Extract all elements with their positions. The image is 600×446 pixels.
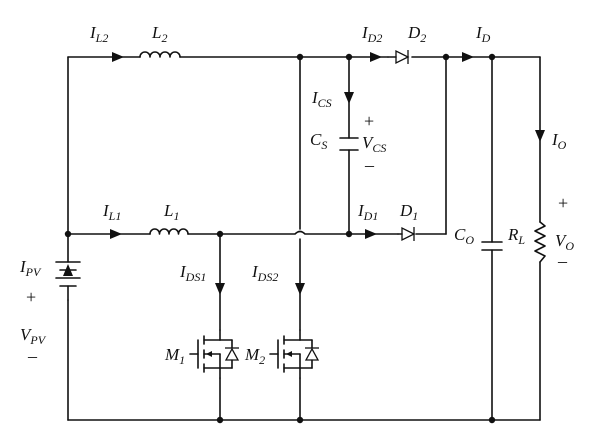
label-il1: IL1 [102,201,121,223]
current-arrows [63,52,545,295]
component-labels: IL2 L2 ID2 D2 ID ICS CS VCS IO IL1 L1 ID… [19,23,574,367]
label-ids2: IDS2 [251,262,278,284]
diode-d2 [387,49,410,65]
diode-d1 [397,226,416,242]
label-d2: D2 [407,23,426,45]
mosfet-m1 [189,329,240,379]
resistor-rl [534,221,546,263]
junction-dots [64,53,496,424]
label-id: ID [475,23,491,45]
label-ids1: IDS1 [179,262,206,284]
mosfet-m2 [269,329,320,379]
inductor-l1 [149,228,189,235]
label-ics: ICS [311,88,332,110]
arrow-ids1 [215,283,225,295]
capacitor-cs [339,137,359,151]
label-cs: CS [310,130,327,152]
label-m2: M2 [244,345,265,367]
label-io: IO [551,130,567,152]
label-l1: L1 [163,201,179,223]
label-m1: M1 [164,345,185,367]
vpv-minus-sign: – [27,346,38,366]
label-ipv: IPV [19,257,42,279]
arrow-ics [344,92,354,104]
polarity-signs: + – + – + – [26,111,568,366]
label-rl: RL [507,225,525,247]
arrow-id [462,52,474,62]
vpv-plus-sign: + [26,287,36,307]
arrow-id1 [365,229,377,239]
label-id1: ID1 [357,201,378,223]
wires [67,56,541,421]
label-vcs: VCS [362,133,386,155]
label-il2: IL2 [89,23,108,45]
arrow-io [535,130,545,142]
label-id2: ID2 [361,23,382,45]
label-co: CO [454,225,474,247]
arrow-id2 [370,52,382,62]
vo-minus-sign: – [557,251,568,271]
vo-plus-sign: + [558,193,568,213]
label-d1: D1 [399,201,418,223]
inductor-l2 [139,51,181,58]
arrow-ipv [63,264,73,276]
vcs-minus-sign: – [364,155,375,175]
arrow-il1 [110,229,122,239]
arrow-il2 [112,52,124,62]
vcs-plus-sign: + [364,111,374,131]
label-vo: VO [555,231,574,253]
label-vpv: VPV [20,325,47,347]
capacitor-co [481,241,503,251]
arrow-ids2 [295,283,305,295]
label-l2: L2 [151,23,167,45]
